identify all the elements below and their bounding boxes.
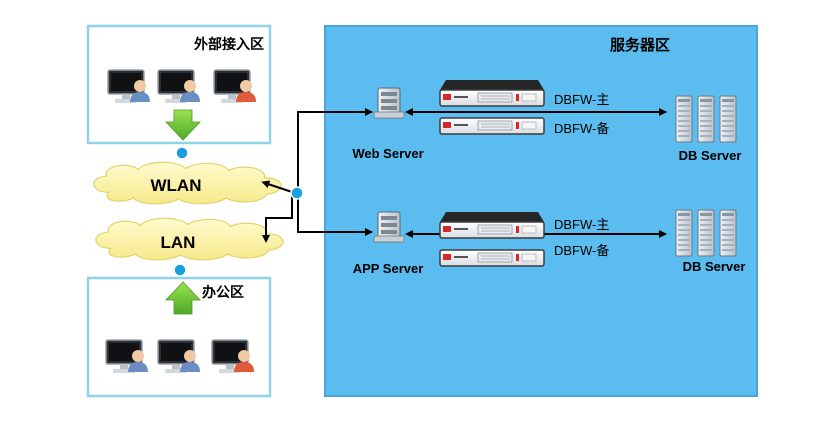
- connector-dot: [173, 263, 187, 277]
- web-server-icon: [373, 87, 405, 119]
- firewall-label: DBFW-主: [554, 217, 609, 232]
- app-server-icon: [373, 211, 405, 243]
- db-server-icon: [675, 95, 737, 143]
- firewall-label: DBFW-备: [554, 121, 609, 136]
- firewall-label: DBFW-备: [554, 243, 609, 258]
- connector-dot: [175, 146, 189, 160]
- arrow-down-icon: [165, 109, 201, 141]
- workstation-icon: [213, 69, 256, 104]
- db-server-label: DB Server: [679, 148, 742, 163]
- server-zone-title: 服务器区: [610, 36, 670, 54]
- wlan-cloud: WLAN: [93, 161, 282, 205]
- arrow-up-icon: [165, 281, 201, 315]
- lan-cloud: LAN: [95, 217, 284, 261]
- office-zone-title: 办公区: [202, 284, 244, 300]
- firewall-icon: [439, 80, 545, 107]
- external-access-zone-title: 外部接入区: [194, 36, 264, 52]
- db-server-label: DB Server: [683, 259, 746, 274]
- workstation-icon: [211, 339, 254, 374]
- web-server-label: Web Server: [352, 146, 423, 161]
- firewall-icon: [439, 212, 545, 239]
- firewall-label: DBFW-主: [554, 92, 609, 107]
- external-workstations: [107, 69, 256, 104]
- hub-dot: [290, 186, 304, 200]
- office-workstations: [105, 339, 254, 374]
- app-server-label: APP Server: [353, 261, 424, 276]
- lan-label: LAN: [161, 233, 196, 252]
- firewall-icon: [439, 117, 545, 135]
- wlan-label: WLAN: [151, 176, 202, 195]
- firewall-icon: [439, 249, 545, 267]
- db-server-icon: [675, 209, 737, 257]
